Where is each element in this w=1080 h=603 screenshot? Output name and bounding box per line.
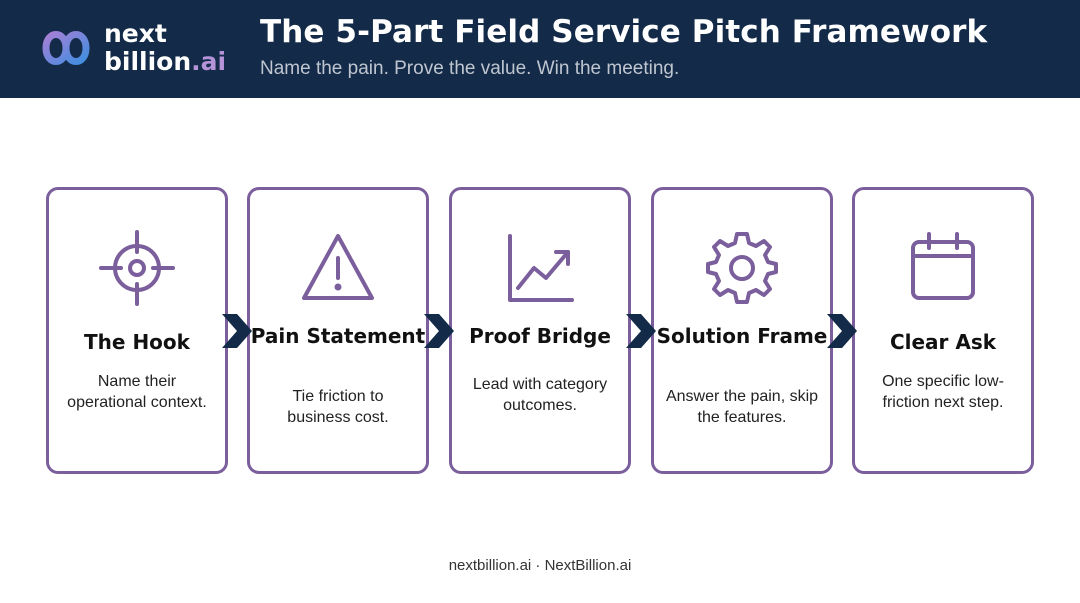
chevron-right-icon: [827, 314, 857, 348]
step-card-clear-ask: Clear Ask One specific low-friction next…: [852, 187, 1034, 474]
chevron-right-icon: [626, 314, 656, 348]
warning-triangle-icon: [302, 234, 374, 300]
step-description: Lead with category outcomes.: [472, 376, 608, 414]
brand-line-1: next: [104, 19, 167, 48]
step-title: Pain Statement: [250, 324, 426, 348]
brand-suffix: .ai: [191, 47, 227, 76]
chevron-right-icon: [222, 314, 252, 348]
step-title: Solution Frame: [656, 324, 828, 348]
nextbillion-logo-icon: [42, 31, 90, 65]
chevron-right-icon: [424, 314, 454, 348]
step-description: Answer the pain, skip the features.: [665, 388, 819, 426]
step-description: One specific low-friction next step.: [882, 373, 1004, 411]
page-title: The 5-Part Field Service Pitch Framework: [260, 14, 988, 50]
brand-line-2: billion.ai: [104, 47, 227, 76]
page-subtitle: Name the pain. Prove the value. Win the …: [260, 58, 680, 79]
header-banner: next billion.ai The 5-Part Field Service…: [0, 0, 1080, 98]
crosshair-target-icon: [99, 230, 175, 306]
brand-wordmark: next billion.ai: [104, 20, 226, 76]
step-card-proof-bridge: Proof Bridge Lead with category outcomes…: [449, 187, 631, 474]
step-card-pain-statement: Pain Statement Tie friction to business …: [247, 187, 429, 474]
step-card-solution-frame: Solution Frame Answer the pain, skip the…: [651, 187, 833, 474]
step-title: Proof Bridge: [469, 324, 611, 348]
step-card-hook: The Hook Name their operational context.: [46, 187, 228, 474]
step-title: Clear Ask: [889, 330, 997, 354]
footer-credit: nextbillion.ai · NextBillion.ai: [448, 557, 632, 574]
gear-icon: [706, 232, 778, 304]
step-description: Name their operational context.: [67, 373, 207, 411]
calendar-icon: [911, 232, 975, 300]
step-description: Tie friction to business cost.: [287, 388, 389, 426]
step-title: The Hook: [84, 330, 190, 354]
trend-chart-icon: [508, 234, 574, 302]
